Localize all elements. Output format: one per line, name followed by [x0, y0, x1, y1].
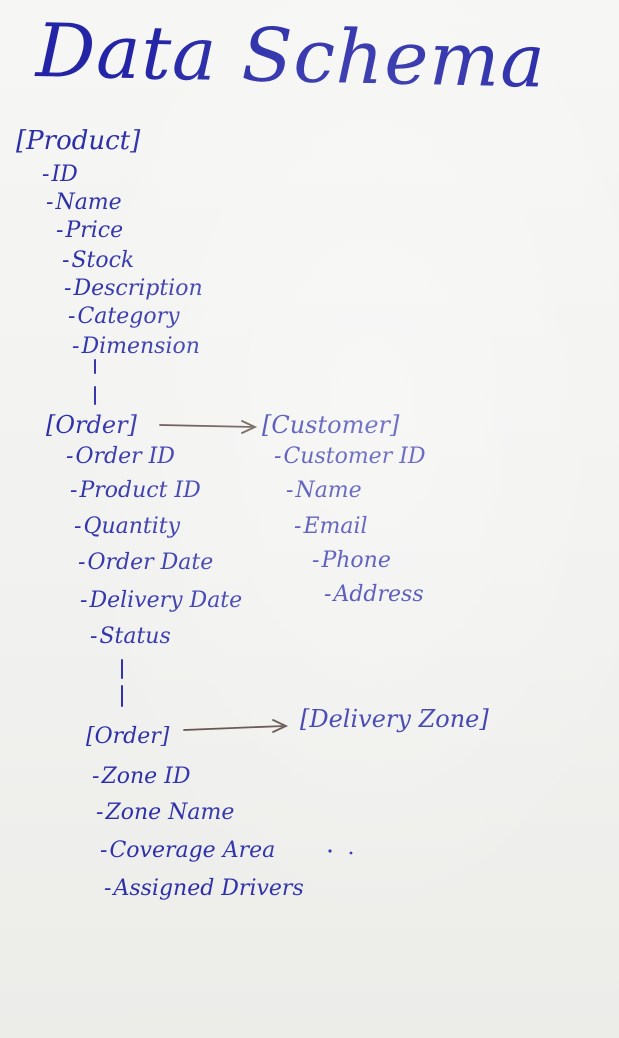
order-field-quantity: -Quantity [74, 514, 181, 539]
product-field-price: -Price [56, 218, 124, 243]
order-field-label: Order ID [75, 444, 175, 469]
order-entity-title: [Order] [46, 411, 137, 439]
order-field-status: -Status [90, 624, 171, 649]
customer-field-name: -Name [286, 478, 362, 503]
order-field-label: Quantity [83, 514, 181, 539]
order-field-product-id: -Product ID [70, 478, 201, 503]
customer-field-label: Customer ID [283, 444, 426, 469]
customer-field-label: Email [303, 514, 368, 539]
order-customer-arrowhead [241, 420, 258, 434]
order-entity-title-secondary: [Order] [86, 724, 170, 749]
product-field-label: Price [65, 218, 124, 243]
product-field-name: -Name [46, 190, 122, 215]
customer-field-label: Name [295, 478, 362, 503]
order-field-label: Delivery Date [89, 588, 243, 613]
delivery-zone-field-label: Coverage Area [109, 838, 276, 863]
product-field-label: ID [51, 162, 78, 187]
order-field-label: Product ID [79, 478, 201, 503]
delivery-zone-field-coverage-area: -Coverage Area [100, 838, 276, 863]
product-field-label: Description [73, 276, 203, 301]
product-field-stock: -Stock [62, 248, 135, 273]
ink-dot [349, 851, 353, 855]
delivery-zone-field-assigned-drivers: -Assigned Drivers [104, 876, 304, 901]
product-field-label: Name [55, 190, 122, 215]
customer-field-label: Address [333, 582, 424, 607]
product-field-description: -Description [64, 276, 203, 301]
customer-field-address: -Address [324, 582, 424, 607]
customer-field-customer-id: -Customer ID [274, 444, 426, 469]
delivery-zone-field-zone-name: -Zone Name [96, 800, 235, 825]
order-customer-arrow [159, 424, 255, 428]
customer-field-email: -Email [294, 514, 368, 539]
customer-field-phone: -Phone [312, 548, 391, 573]
delivery-zone-field-label: Zone ID [101, 764, 191, 789]
ink-dot [328, 849, 332, 853]
product-field-id: -ID [42, 162, 78, 187]
order-field-label: Status [99, 624, 171, 649]
product-field-label: Category [77, 304, 180, 329]
product-field-label: Stock [71, 248, 135, 273]
customer-entity-title: [Customer] [262, 411, 400, 439]
order-deliveryzone-arrowhead [272, 719, 289, 733]
order-deliveryzone-arrow [183, 725, 285, 731]
order-field-order-date: -Order Date [78, 550, 214, 575]
product-field-dimension: -Dimension [72, 334, 200, 359]
product-field-label: Dimension [81, 334, 200, 359]
order-field-delivery-date: -Delivery Date [80, 588, 243, 613]
order-field-order-id: -Order ID [66, 444, 175, 469]
product-field-category: -Category [68, 304, 180, 329]
delivery-zone-field-label: Assigned Drivers [113, 876, 304, 901]
delivery-zone-entity-title: [Delivery Zone] [300, 705, 489, 733]
order-field-label: Order Date [87, 550, 214, 575]
product-entity-title: [Product] [16, 126, 141, 156]
delivery-zone-field-label: Zone Name [105, 800, 235, 825]
customer-field-label: Phone [321, 548, 391, 573]
delivery-zone-field-zone-id: -Zone ID [92, 764, 191, 789]
